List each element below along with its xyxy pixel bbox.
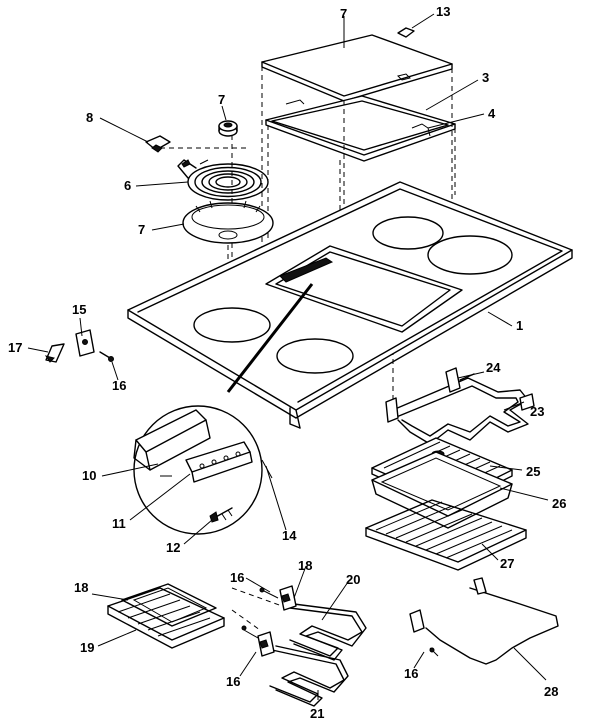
callout-28: 28 xyxy=(544,684,558,699)
part-8-knob xyxy=(218,120,238,137)
callout-12: 12 xyxy=(166,540,180,555)
callout-23: 23 xyxy=(530,404,544,419)
part-5-cover xyxy=(261,34,453,102)
callout-10: 10 xyxy=(82,468,96,483)
callout-13: 13 xyxy=(436,4,450,19)
callout-labels: 7 13 3 4 7 8 6 7 1 15 17 16 10 11 12 14 … xyxy=(8,4,566,721)
callout-15: 15 xyxy=(72,302,86,317)
callout-19: 19 xyxy=(80,640,94,655)
part-28-wire xyxy=(409,577,559,665)
callout-6: 6 xyxy=(124,178,131,193)
part-20-broil-element xyxy=(279,585,367,661)
callout-7: 7 xyxy=(138,222,145,237)
callout-8: 7 xyxy=(218,92,225,107)
callout-16-a: 16 xyxy=(112,378,126,393)
part-7-drip-bowl xyxy=(182,200,274,244)
callout-3: 3 xyxy=(482,70,489,85)
part-23-bracket xyxy=(519,393,535,411)
callout-27: 27 xyxy=(500,556,514,571)
part-13-clip xyxy=(397,27,415,38)
callout-25: 25 xyxy=(526,464,540,479)
part-6-coil-element xyxy=(177,159,269,201)
part-19-pan xyxy=(107,587,225,649)
part-9-terminal xyxy=(145,135,171,153)
callout-4: 4 xyxy=(488,106,496,121)
callout-20: 20 xyxy=(346,572,360,587)
callout-16-d: 16 xyxy=(404,666,418,681)
callout-1: 1 xyxy=(516,318,523,333)
callout-16-b: 16 xyxy=(230,570,244,585)
callout-18-a: 18 xyxy=(74,580,88,595)
part-4-bracket xyxy=(411,123,431,137)
callout-11: 11 xyxy=(112,516,126,531)
part-21-bake-element xyxy=(257,631,349,707)
detail-pointer xyxy=(226,283,314,393)
callout-9: 8 xyxy=(86,110,93,125)
callout-26: 26 xyxy=(552,496,566,511)
part-27-oven-rack xyxy=(365,499,527,571)
callout-18-b: 18 xyxy=(298,558,312,573)
detail-circle xyxy=(133,405,273,535)
part-18-pan-insert xyxy=(121,583,217,627)
callout-17: 17 xyxy=(8,340,22,355)
part-15-bracket xyxy=(75,329,95,357)
part-3-frame xyxy=(265,95,456,162)
part-16-screw-top xyxy=(99,351,114,362)
part-16-screws-lower xyxy=(231,587,283,639)
part-1-cooktop xyxy=(127,181,573,429)
leader-lines xyxy=(27,13,549,700)
callout-14: 14 xyxy=(282,528,297,543)
part-24-bake-element xyxy=(385,367,529,445)
part-17-clip xyxy=(44,343,65,363)
callout-24: 24 xyxy=(486,360,501,375)
callout-5: 7 xyxy=(340,6,347,21)
callout-21: 21 xyxy=(310,706,324,721)
callout-16-c: 16 xyxy=(226,674,240,689)
